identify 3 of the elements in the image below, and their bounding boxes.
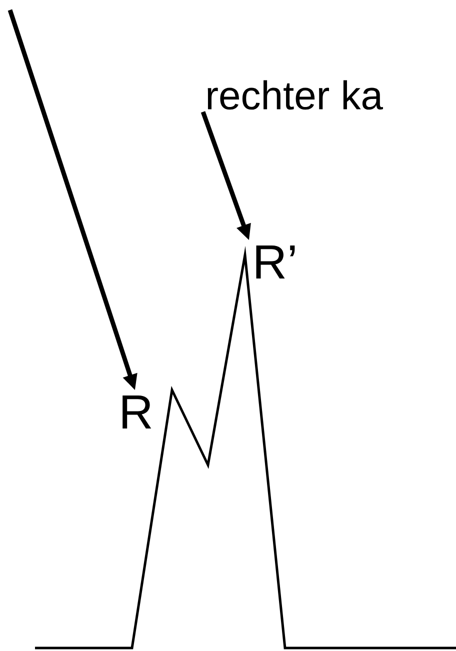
annotation-text: rechter ka <box>208 80 383 110</box>
peak-label: R <box>122 395 152 428</box>
peak-label: R’ <box>256 245 295 278</box>
